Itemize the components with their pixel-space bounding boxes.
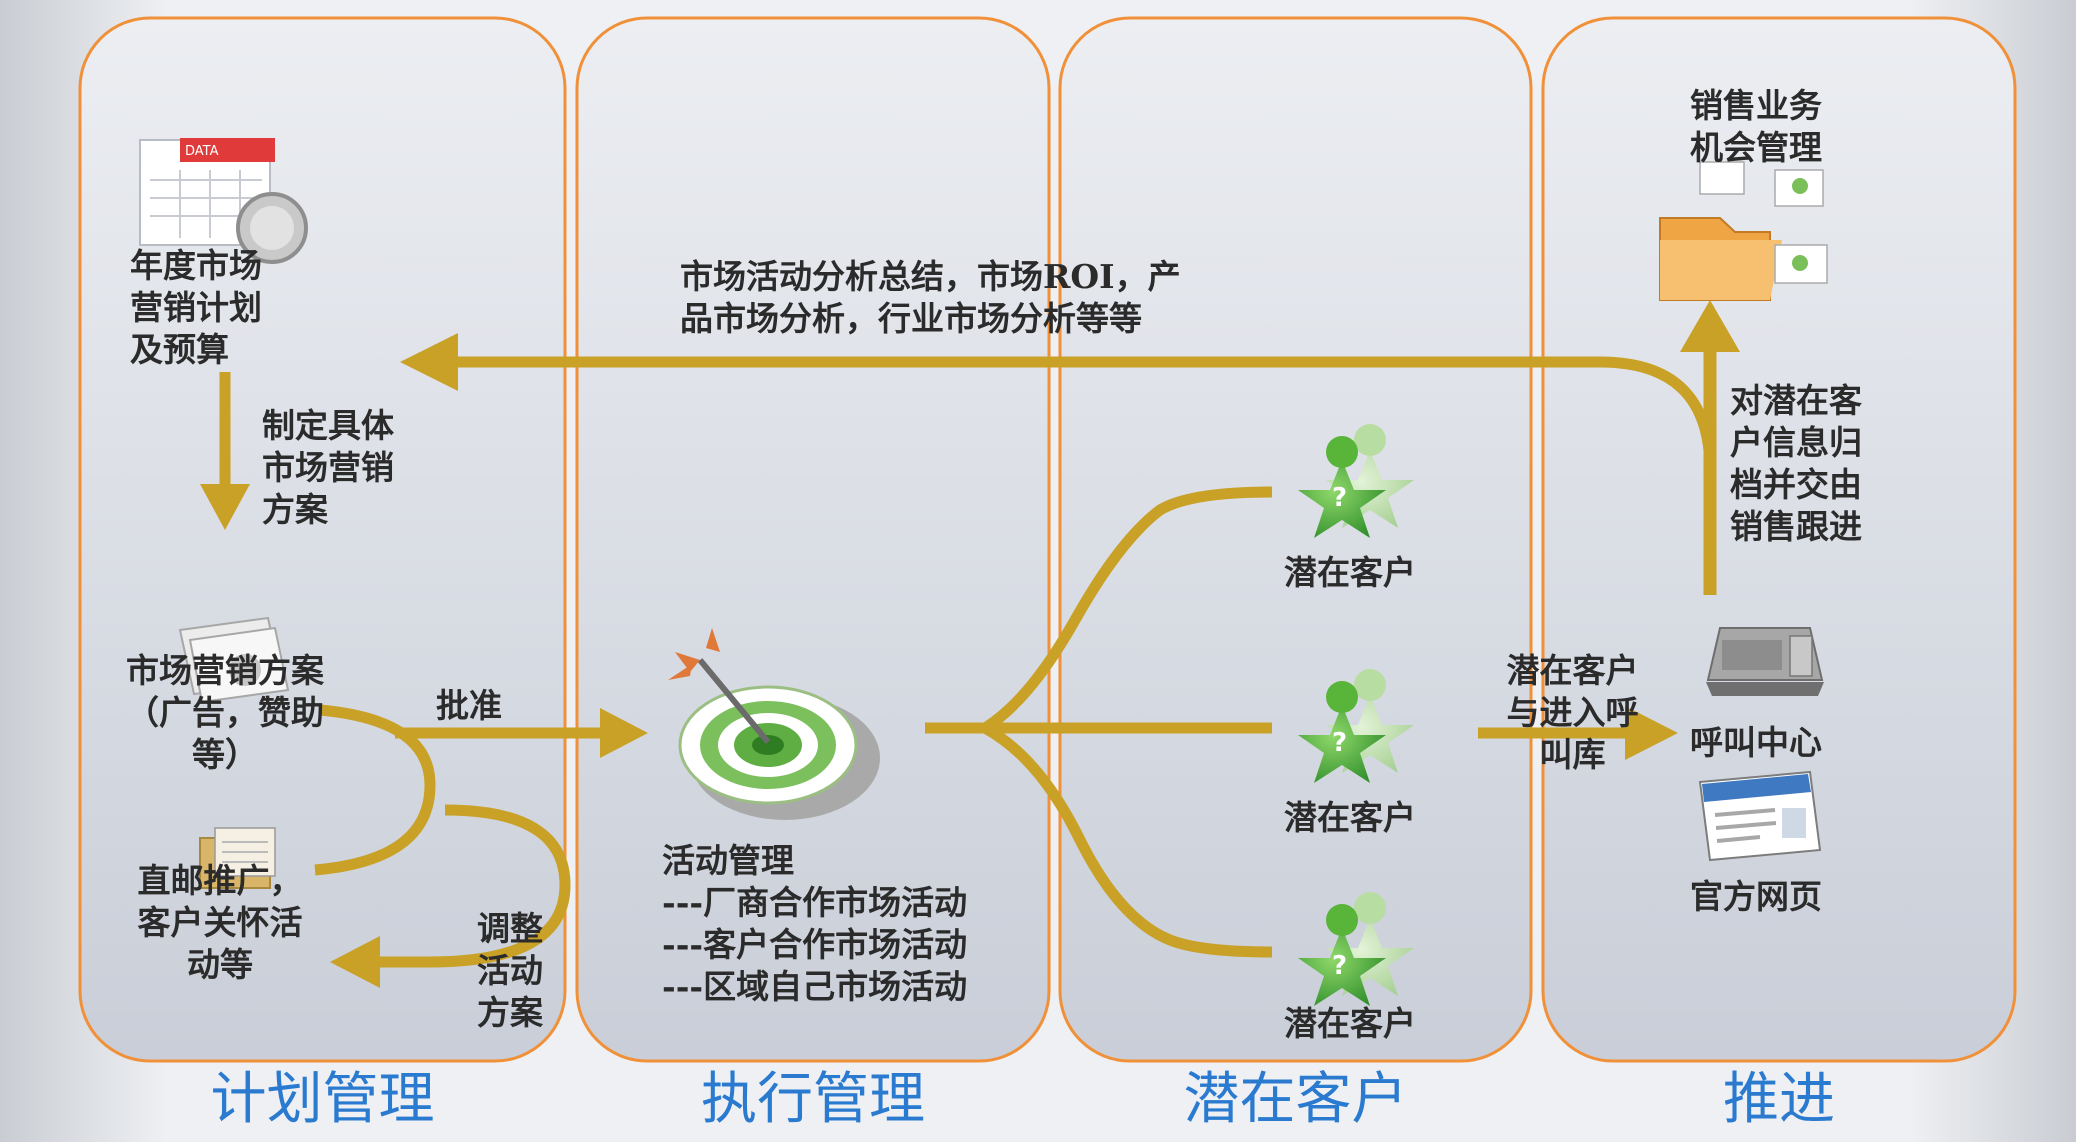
archive-line-4: 销售跟进: [1730, 507, 1862, 546]
direct-mail-label: 直邮推广， 客户关怀活 动等: [100, 860, 340, 986]
spreadsheet-icon: [139, 138, 308, 264]
lead-label-1: 潜在客户: [1284, 553, 1416, 592]
sales-opportunity-line-1: 销售业务: [1690, 86, 1822, 125]
activity-item-3: ---区域自己市场活动: [662, 967, 968, 1006]
phone-icon: [1706, 627, 1824, 696]
archive-arrowhead: [1680, 300, 1740, 352]
marketing-plan-line-3: 等）: [192, 735, 258, 774]
annual-plan-line-1: 年度市场: [130, 246, 262, 285]
lead-people-icon-2: ?: [1298, 669, 1414, 783]
direct-mail-line-2: 客户关怀活: [137, 903, 303, 942]
annual-plan-line-3: 及预算: [130, 330, 229, 369]
archive-line-1: 对潜在客: [1730, 381, 1862, 420]
make-plan-arrowhead: [200, 484, 250, 530]
feedback-line-2: 品市场分析，行业市场分析等等: [680, 299, 1142, 338]
adjust-arrowhead: [330, 936, 380, 988]
to-call-center-line-1: 潜在客户: [1506, 651, 1639, 690]
activity-title: 活动管理: [662, 841, 794, 880]
feedback-label: 市场活动分析总结，市场ROI，产 品市场分析，行业市场分析等等: [680, 256, 1181, 340]
panel-lead: [1058, 16, 1533, 1063]
approve-label: 批准: [436, 686, 502, 725]
marketing-plan-label: 市场营销方案 （广告，赞助 等）: [95, 650, 355, 776]
svg-text:?: ?: [1332, 951, 1347, 981]
lead-people-icon-3: ?: [1298, 892, 1414, 1006]
annual-plan-line-2: 营销计划: [130, 288, 262, 327]
marketing-plan-line-2: （广告，赞助: [126, 693, 324, 732]
make-plan-line-2: 市场营销: [262, 448, 394, 487]
lead-label-3: 潜在客户: [1284, 1004, 1416, 1043]
lead-people-icon-1: ?: [1298, 424, 1414, 538]
branch-lines: [925, 486, 1273, 958]
adjust-line-1: 调整: [477, 909, 543, 948]
adjust-line-3: 方案: [477, 993, 543, 1032]
direct-mail-line-3: 动等: [187, 945, 253, 984]
svg-text:?: ?: [1332, 483, 1347, 513]
activity-management: 活动管理 ---厂商合作市场活动 ---客户合作市场活动 ---区域自己市场活动: [662, 840, 967, 1008]
sales-opportunity-line-2: 机会管理: [1690, 128, 1822, 167]
panel-label-plan: 计划管理: [210, 1067, 435, 1132]
annual-plan-label: 年度市场 营销计划 及预算: [130, 245, 262, 371]
svg-text:?: ?: [1332, 728, 1347, 758]
document-icon: [178, 616, 290, 704]
make-plan-line-1: 制定具体: [262, 406, 394, 445]
data-icon-label: DATA: [185, 144, 219, 159]
approve-loop: [314, 704, 600, 876]
direct-mail-line-1: 直邮推广，: [137, 861, 303, 900]
marketing-plan-line-1: 市场营销方案: [126, 651, 324, 690]
archive-line-2: 户信息归: [1730, 423, 1862, 462]
archive-label: 对潜在客 户信息归 档并交由 销售跟进: [1730, 380, 1862, 548]
website-label: 官方网页: [1690, 877, 1822, 916]
activity-item-2: ---客户合作市场活动: [662, 925, 968, 964]
feedback-arrowhead: [400, 333, 458, 391]
lead-label-2: 潜在客户: [1284, 798, 1416, 837]
approve-arrowhead: [600, 708, 648, 758]
panel-label-lead: 潜在客户: [1183, 1067, 1408, 1132]
activity-item-1: ---厂商合作市场活动: [662, 883, 968, 922]
archive-line-3: 档并交由: [1730, 465, 1862, 504]
to-call-center-line-3: 叫库: [1539, 735, 1606, 774]
sales-opportunity-label: 销售业务 机会管理: [1690, 85, 1822, 169]
dart-feather: [675, 652, 700, 672]
mail-icon: [199, 827, 276, 889]
call-center-arrowhead: [1625, 706, 1678, 760]
folder-icon: [1659, 161, 1828, 301]
adjust-line-2: 活动: [477, 951, 543, 990]
panel-exec: [575, 16, 1051, 1063]
make-plan-label: 制定具体 市场营销 方案: [262, 405, 394, 531]
panel-plan: [78, 16, 567, 1063]
target-icon: [668, 628, 880, 820]
panel-label-exec: 执行管理: [701, 1067, 925, 1132]
to-call-center-label: 潜在客户 与进入呼 叫库: [1485, 650, 1660, 776]
call-center-label: 呼叫中心: [1690, 723, 1822, 762]
to-call-center-line-2: 与进入呼: [1506, 693, 1639, 732]
adjust-label: 调整 活动 方案: [460, 908, 560, 1034]
adjust-loop: [380, 804, 571, 968]
feedback-line-1: 市场活动分析总结，市场ROI，产: [680, 257, 1181, 296]
panel-label-push: 推进: [1723, 1067, 1835, 1132]
make-plan-line-3: 方案: [262, 490, 328, 529]
webpage-icon: [1698, 770, 1822, 862]
